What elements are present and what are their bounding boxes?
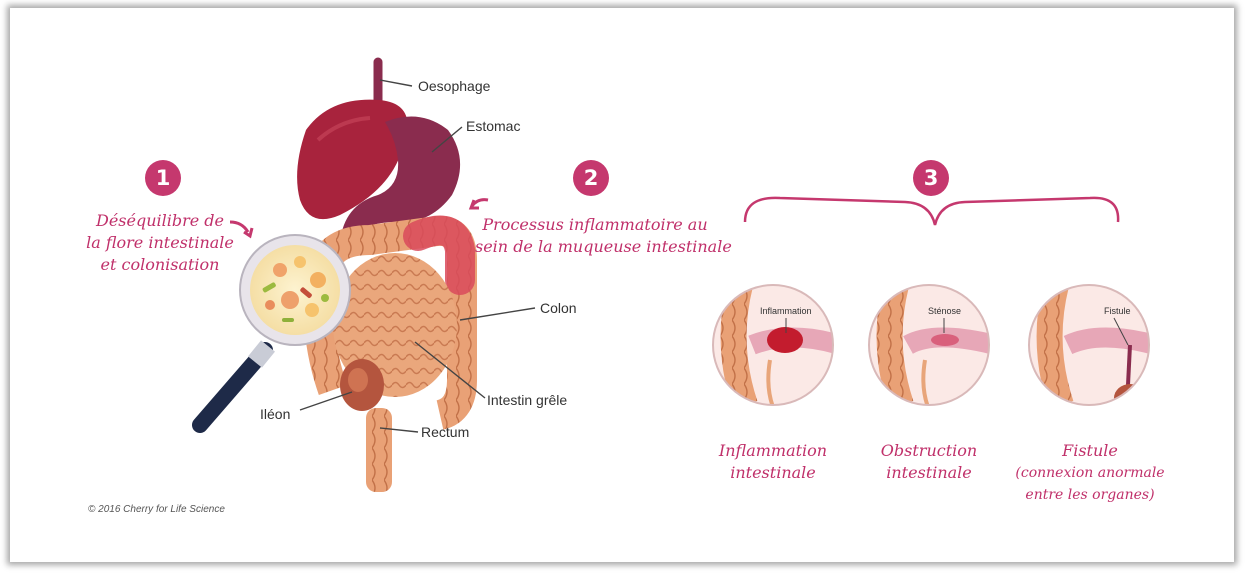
magnifier-lens	[245, 240, 345, 340]
inset-label-inflammation: Inflammation	[760, 306, 812, 316]
inset-label-fistule: Fistule	[1104, 306, 1131, 316]
caption-obstruction: Obstruction intestinale	[864, 440, 994, 484]
caption-inflammation: Inflammation intestinale	[708, 440, 838, 484]
step3-brace	[745, 198, 1118, 225]
step-1-line-3: et colonisation	[84, 254, 236, 276]
inset-label-stenose: Sténose	[928, 306, 961, 316]
step-1-line-2: la flore intestinale	[84, 232, 236, 254]
step-2-badge: 2	[573, 160, 609, 196]
step-1-line-1: Déséquilibre de	[84, 210, 236, 232]
caption-inflammation-line-2: intestinale	[708, 462, 838, 484]
inset-stenosis	[866, 282, 996, 412]
label-rectum: Rectum	[421, 424, 469, 440]
label-colon: Colon	[540, 300, 577, 316]
step-3-badge: 3	[913, 160, 949, 196]
label-oesophage: Oesophage	[418, 78, 490, 94]
copyright-text: © 2016 Cherry for Life Science	[88, 504, 225, 515]
caption-obstruction-line-2: intestinale	[864, 462, 994, 484]
inset-inflammation	[710, 282, 840, 412]
caption-fistule-line-2: (connexion anormale	[1010, 462, 1170, 484]
label-intestin-grele: Intestin grêle	[487, 392, 567, 408]
caption-fistule-line-1: Fistule	[1010, 440, 1170, 462]
label-estomac: Estomac	[466, 118, 520, 134]
step-2-line-1: Processus inflammatoire au	[475, 214, 715, 236]
inset-fistula	[1026, 282, 1156, 412]
label-ileon: Iléon	[260, 406, 290, 422]
caption-inflammation-line-1: Inflammation	[708, 440, 838, 462]
step-2-line-2: sein de la muqueuse intestinale	[475, 236, 715, 258]
step-1-badge: 1	[145, 160, 181, 196]
caption-fistule-line-3: entre les organes)	[1010, 484, 1170, 506]
step-2-text: Processus inflammatoire au sein de la mu…	[475, 214, 715, 258]
caption-obstruction-line-1: Obstruction	[864, 440, 994, 462]
caption-fistule: Fistule (connexion anormale entre les or…	[1010, 440, 1170, 506]
step-1-text: Déséquilibre de la flore intestinale et …	[84, 210, 236, 276]
rectum-shape	[366, 408, 392, 492]
